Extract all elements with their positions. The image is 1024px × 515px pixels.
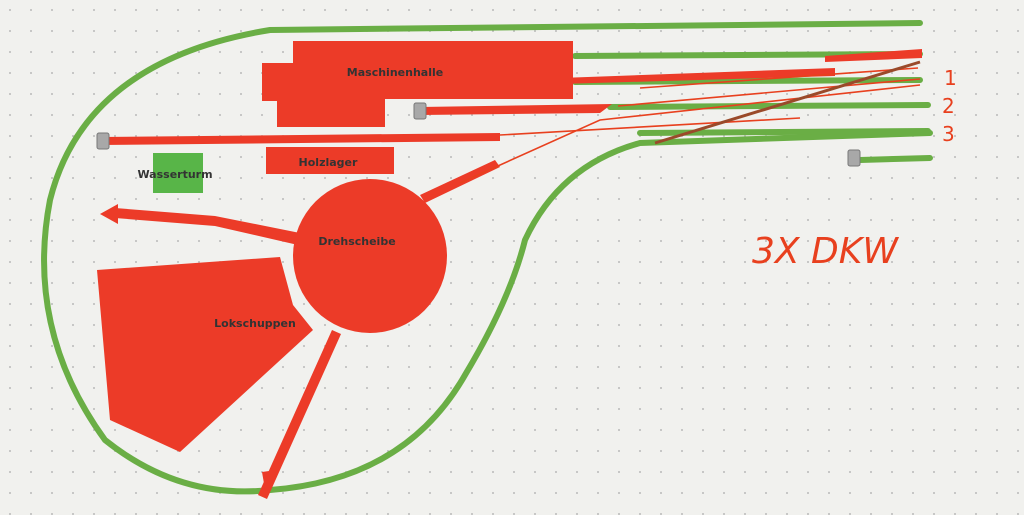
annotation-track-3: 3	[942, 122, 955, 146]
siding-middle	[420, 104, 612, 115]
arrow-west	[100, 204, 118, 224]
maschinenhalle-main	[293, 41, 573, 99]
lokschuppen-building	[97, 257, 313, 452]
holzlager-label: Holzlager	[299, 156, 358, 169]
pen-crossover-dark	[654, 60, 921, 145]
hand-drawn-connections	[459, 60, 921, 184]
maschinenhalle-building	[262, 41, 573, 127]
wasserturm-label: Wasserturm	[137, 168, 212, 181]
drehscheibe-turntable	[293, 179, 447, 333]
wasserturm-building	[153, 153, 203, 193]
maschinenhalle-annex-left	[262, 63, 310, 101]
maschinenhalle-annex-bottom	[277, 99, 385, 127]
buffer-stop-right	[847, 149, 861, 167]
red-tracks	[100, 49, 922, 499]
track-2	[607, 102, 931, 110]
drehscheibe-label: Drehscheibe	[318, 235, 395, 248]
annotation-track-2: 2	[942, 94, 955, 118]
holzlager-building	[266, 147, 394, 174]
pen-line-3	[499, 117, 801, 136]
arrow-south	[262, 470, 276, 495]
buffer-stop-left	[96, 132, 110, 150]
loop-track	[41, 20, 933, 495]
buffer-stop-middle	[413, 102, 427, 120]
pen-line-4	[459, 84, 921, 184]
pen-line-2	[617, 78, 921, 107]
lokschuppen-label: Lokschuppen	[214, 317, 296, 330]
turntable-track-east	[420, 160, 500, 203]
siding-maschinenhalle	[560, 68, 835, 84]
siding-right	[825, 49, 922, 62]
annotation-track-1: 1	[944, 66, 957, 90]
annotation-note: 3X DKW	[752, 231, 899, 272]
maschinenhalle-label: Maschinenhalle	[347, 66, 443, 79]
buffer-stops	[96, 102, 861, 167]
turntable-track-west	[115, 208, 300, 245]
turntable-track-south	[258, 330, 341, 499]
track-3	[637, 128, 931, 136]
pen-line-1	[639, 67, 919, 89]
track-stub	[857, 155, 933, 163]
siding-upper	[100, 133, 500, 145]
